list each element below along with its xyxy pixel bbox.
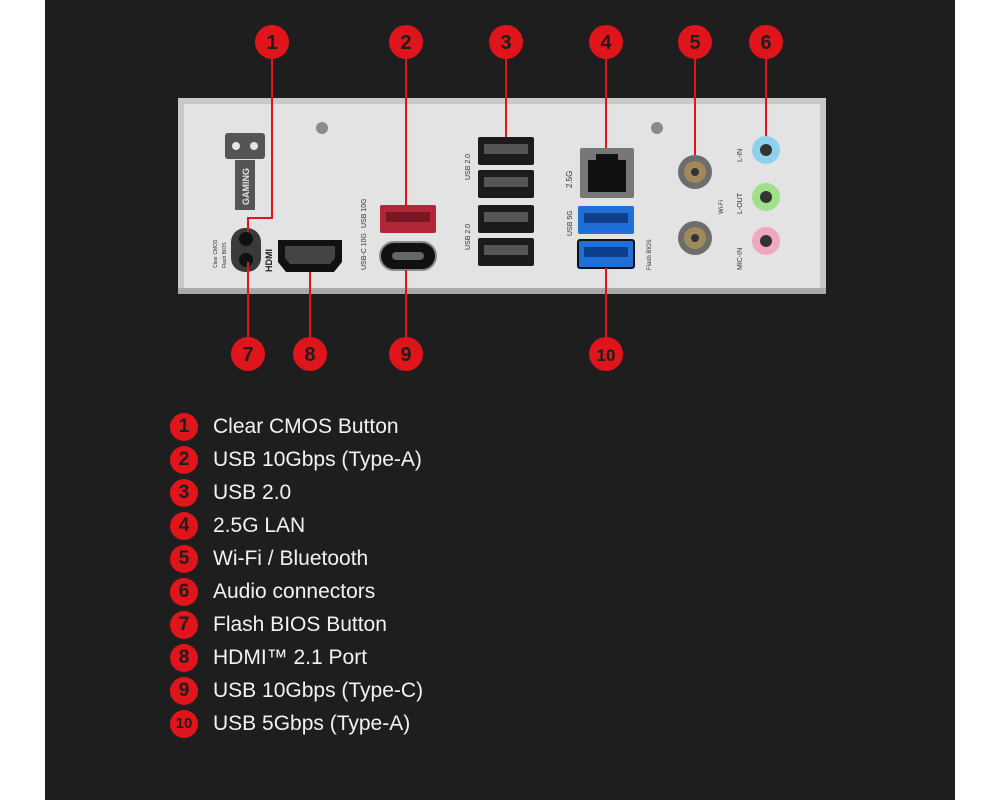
- usb2-bottom-label: USB 2.0: [465, 224, 472, 250]
- callout-number: 9: [400, 344, 411, 366]
- callout-badge-2: 2: [389, 25, 423, 59]
- audio-mic-in-jack[interactable]: [752, 227, 780, 255]
- callout-badge-6: 6: [749, 25, 783, 59]
- legend-item: 6 Audio connectors: [170, 575, 423, 608]
- legend-label: USB 5Gbps (Type-A): [213, 711, 411, 735]
- flash-bios-port-label: Flash BIOS: [647, 239, 653, 270]
- callout-number: 7: [242, 344, 253, 366]
- legend-list: 1 Clear CMOS Button 2 USB 10Gbps (Type-A…: [170, 410, 423, 740]
- legend-label: USB 10Gbps (Type-A): [213, 447, 422, 471]
- callout-badge-9: 9: [389, 337, 423, 371]
- callout-number: 6: [760, 32, 771, 54]
- rear-io-diagram: GAMING Clear CMOS Flash BIOS HDMI USB 10…: [178, 25, 826, 371]
- legend-number-badge: 5: [170, 544, 198, 573]
- clear-cmos-button[interactable]: [239, 232, 253, 246]
- usb-10g-label: USB 10G: [361, 198, 368, 228]
- legend-number-badge: 3: [170, 478, 198, 507]
- legend-item: 7 Flash BIOS Button: [170, 608, 423, 641]
- callout-badge-8: 8: [293, 337, 327, 371]
- legend-number-badge: 7: [170, 610, 198, 639]
- callout-badge-4: 4: [589, 25, 623, 59]
- legend-number-badge: 6: [170, 577, 198, 606]
- callout-leader-lines: [247, 57, 767, 339]
- lan-speed-label: 2.5G: [565, 171, 574, 188]
- audio-line-in-jack[interactable]: [752, 136, 780, 164]
- legend-item: 9 USB 10Gbps (Type-C): [170, 674, 423, 707]
- callout-number: 3: [500, 32, 511, 54]
- legend-label: HDMI™ 2.1 Port: [213, 645, 368, 669]
- usb-c-10g-label: USB-C 10G: [361, 233, 368, 270]
- callout-number: 4: [600, 32, 612, 54]
- legend-item: 5 Wi-Fi / Bluetooth: [170, 542, 423, 575]
- legend-label: USB 2.0: [213, 480, 292, 504]
- legend-item: 3 USB 2.0: [170, 476, 423, 509]
- callout-badge-1: 1: [255, 25, 289, 59]
- gaming-logo-text: GAMING: [241, 168, 251, 205]
- callout-number: 2: [400, 32, 411, 54]
- legend-label: 2.5G LAN: [213, 513, 306, 537]
- button-cluster: [231, 228, 261, 272]
- legend-item: 4 2.5G LAN: [170, 509, 423, 542]
- audio-line-out-jack[interactable]: [752, 183, 780, 211]
- legend-label: Clear CMOS Button: [213, 414, 399, 438]
- usb2-top-label: USB 2.0: [465, 154, 472, 180]
- legend-item: 8 HDMI™ 2.1 Port: [170, 641, 423, 674]
- legend-label: Wi-Fi / Bluetooth: [213, 546, 369, 570]
- callout-number: 10: [597, 346, 616, 365]
- legend-number-badge: 9: [170, 676, 198, 705]
- legend-item: 2 USB 10Gbps (Type-A): [170, 443, 423, 476]
- callout-badge-5: 5: [678, 25, 712, 59]
- legend-number-badge: 4: [170, 511, 198, 540]
- legend-number-badge: 1: [170, 412, 198, 441]
- callout-badge-3: 3: [489, 25, 523, 59]
- legend-number-badge: 10: [170, 709, 198, 738]
- shield-screw-left: [316, 122, 328, 134]
- shield-screw-right: [651, 122, 663, 134]
- legend-number-badge: 8: [170, 643, 198, 672]
- cmos-button-label: Clear CMOS: [213, 239, 219, 268]
- callout-badge-10: 10: [589, 337, 623, 371]
- leader-line-1: [247, 57, 273, 232]
- legend-number-badge: 2: [170, 445, 198, 474]
- gaming-logo: GAMING: [225, 133, 265, 210]
- callout-number: 1: [266, 32, 277, 54]
- bios-button-label: Flash BIOS: [222, 242, 228, 268]
- line-out-label: L-OUT: [737, 192, 744, 214]
- flash-bios-button[interactable]: [239, 253, 253, 267]
- legend-label: Flash BIOS Button: [213, 612, 387, 636]
- wifi-antenna-connector[interactable]: [678, 221, 712, 255]
- legend-item: 10 USB 5Gbps (Type-A): [170, 707, 423, 740]
- mic-in-label: MIC-IN: [737, 248, 744, 270]
- callout-number: 5: [689, 32, 700, 54]
- legend-item: 1 Clear CMOS Button: [170, 410, 423, 443]
- wifi-label: Wi-Fi: [719, 200, 725, 214]
- hdmi-logo: HDMI: [264, 249, 274, 272]
- legend-label: USB 10Gbps (Type-C): [213, 678, 424, 702]
- line-in-label: L-IN: [737, 149, 744, 162]
- usb-5g-label: USB 5G: [567, 210, 574, 236]
- wifi-antenna-connector[interactable]: [678, 155, 712, 189]
- callout-badge-7: 7: [231, 337, 265, 371]
- legend-label: Audio connectors: [213, 579, 376, 603]
- callout-number: 8: [304, 344, 315, 366]
